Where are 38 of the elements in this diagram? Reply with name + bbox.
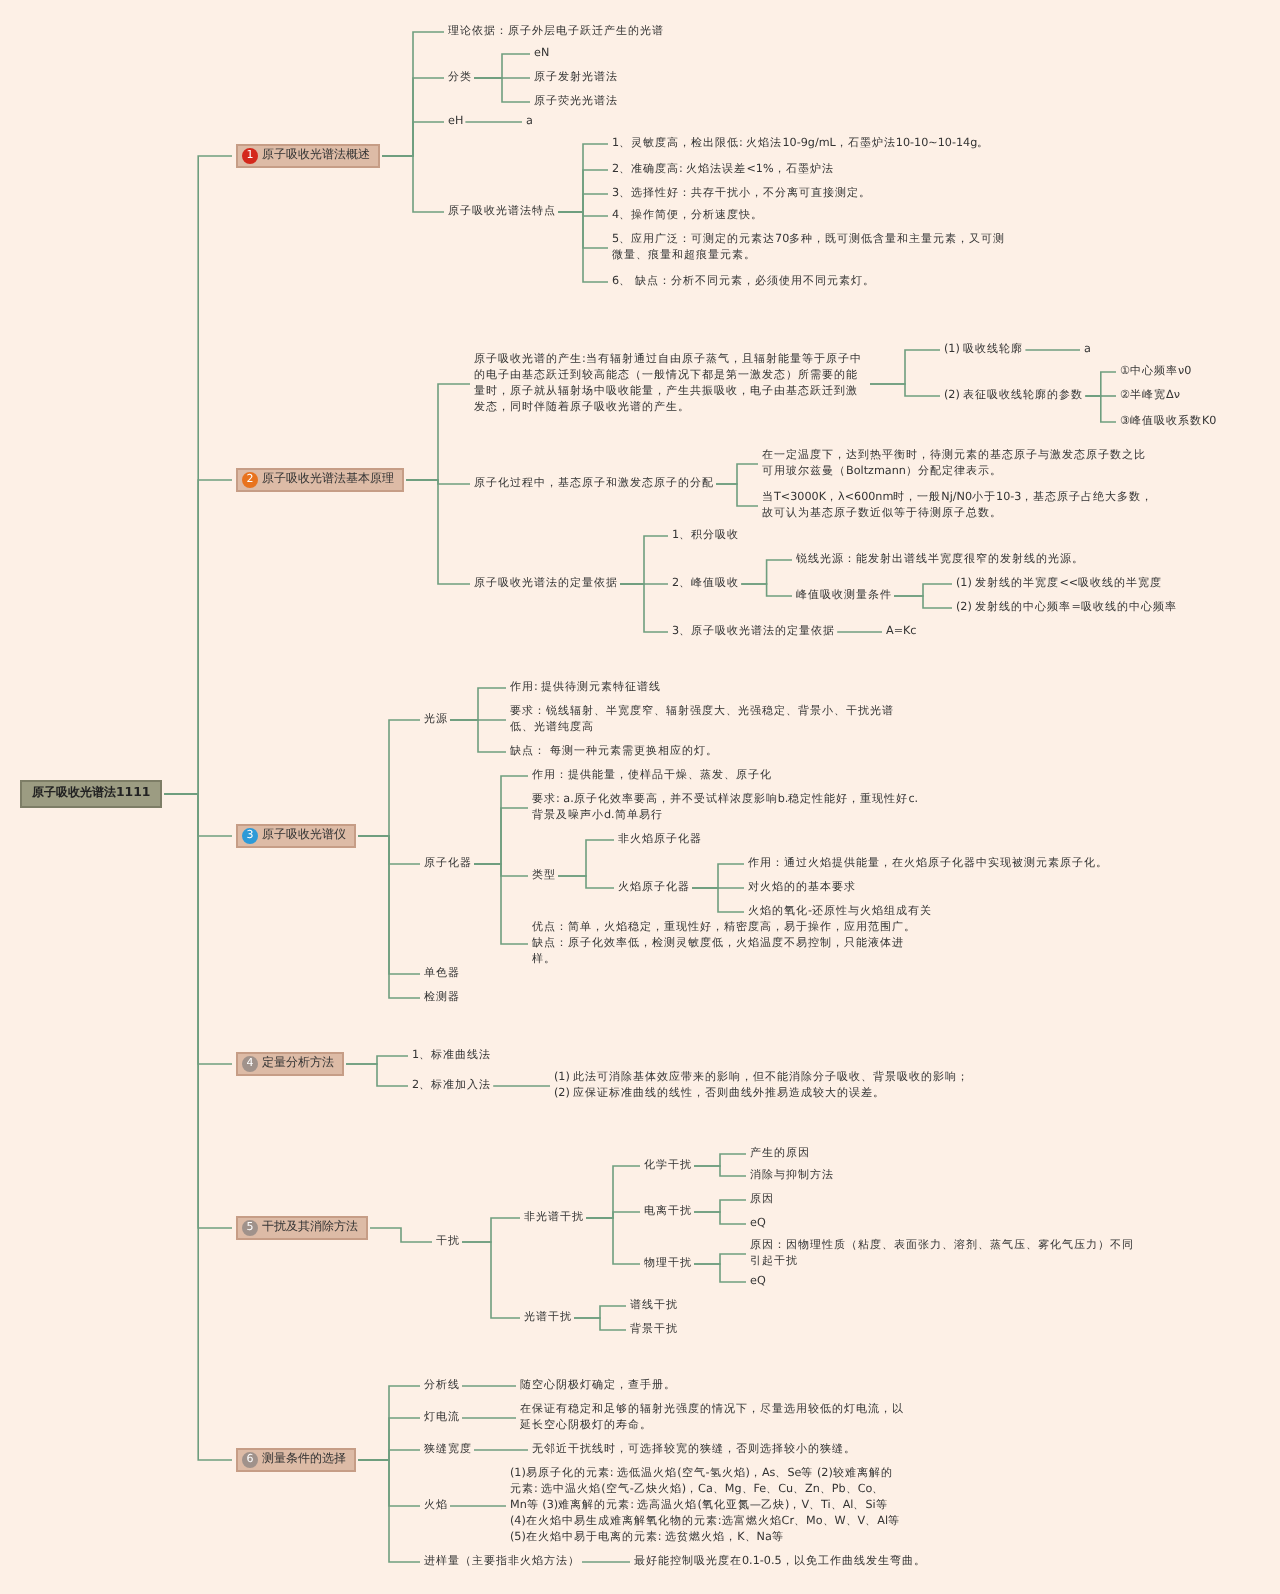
branch-box bbox=[236, 1216, 368, 1240]
connector-line bbox=[461, 1241, 521, 1319]
connector-line bbox=[473, 863, 529, 945]
connector-line bbox=[693, 1263, 747, 1283]
connector-line bbox=[581, 1561, 631, 1563]
connector-line bbox=[893, 595, 953, 609]
connector-line bbox=[557, 875, 615, 889]
connector-line bbox=[461, 1385, 517, 1387]
connector-line bbox=[573, 1317, 627, 1331]
connector-line bbox=[464, 121, 523, 123]
connector-line bbox=[693, 1211, 747, 1225]
connector-line bbox=[405, 479, 471, 585]
connector-line bbox=[449, 1505, 507, 1507]
connector-line bbox=[381, 155, 445, 213]
connector-line bbox=[357, 1459, 421, 1563]
connector-line bbox=[740, 583, 793, 597]
connector-line bbox=[557, 211, 609, 283]
branch-box bbox=[236, 144, 380, 168]
connector-line bbox=[691, 887, 745, 913]
connector-line bbox=[449, 719, 507, 753]
branch-box bbox=[236, 824, 356, 848]
connector-line bbox=[1084, 395, 1117, 423]
connector-line bbox=[585, 1217, 641, 1265]
branch-box bbox=[236, 468, 404, 492]
connector-line bbox=[619, 583, 669, 633]
connector-line bbox=[715, 483, 759, 507]
connector-line bbox=[836, 631, 883, 633]
connector-line bbox=[345, 1063, 409, 1087]
connector-line bbox=[461, 1417, 517, 1419]
branch-box bbox=[236, 1052, 344, 1076]
branch-box bbox=[236, 1448, 356, 1472]
connector-line bbox=[473, 1449, 529, 1451]
connector-line bbox=[473, 77, 531, 103]
connector-line bbox=[693, 1165, 747, 1177]
connector-line bbox=[869, 383, 941, 397]
connector-line bbox=[369, 1227, 433, 1243]
connector-line bbox=[492, 1085, 551, 1087]
connector-line bbox=[1024, 349, 1081, 351]
